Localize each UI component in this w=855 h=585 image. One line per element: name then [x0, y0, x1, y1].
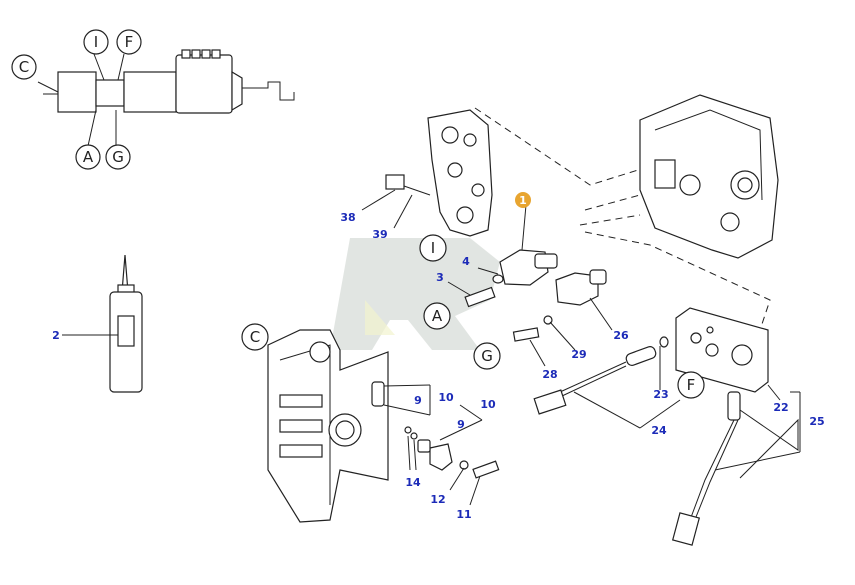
- callout-10b: 10: [480, 398, 496, 411]
- letter-a-top: A: [83, 148, 94, 166]
- watermark-logo: [330, 238, 500, 350]
- highlight-marker-part-1: [515, 192, 531, 208]
- sealant-cartridge: [62, 254, 143, 393]
- callout-23: 23: [653, 388, 668, 401]
- callout-1: 1: [519, 194, 527, 207]
- letter-g-top: G: [112, 148, 124, 166]
- callout-9b: 9: [457, 418, 465, 431]
- callout-3: 3: [436, 271, 444, 284]
- callout-22: 22: [773, 401, 788, 414]
- letter-i-main: I: [431, 239, 435, 257]
- letter-c-main: C: [250, 328, 260, 346]
- callout-4: 4: [462, 255, 470, 268]
- callout-26: 26: [613, 329, 629, 342]
- callout-28: 28: [542, 368, 557, 381]
- part-callouts: 1 2 3 4 9 9 10 10 11 12 14 22 23 24 25 2…: [52, 194, 824, 521]
- letter-f-main: F: [687, 376, 696, 394]
- letter-f-top: F: [125, 33, 134, 51]
- sensor-harness-24: [533, 336, 681, 429]
- gearbox-housing: [639, 94, 779, 259]
- bracket-housing: [267, 329, 431, 523]
- schematic-assembly: [37, 49, 295, 147]
- callout-38: 38: [340, 211, 355, 224]
- solenoid-valve-part-1: [447, 204, 558, 308]
- hydraulic-manifold: [675, 307, 781, 401]
- callout-29: 29: [571, 348, 586, 361]
- letter-g-main: G: [481, 347, 493, 365]
- callout-10a: 10: [438, 391, 454, 404]
- callout-2: 2: [52, 329, 60, 342]
- callout-39: 39: [372, 228, 387, 241]
- callout-12: 12: [430, 493, 445, 506]
- callout-25: 25: [809, 415, 824, 428]
- valve-part-26: [512, 269, 613, 367]
- callout-24: 24: [651, 424, 667, 437]
- letter-labels: C I F A G I A G C F: [11, 29, 705, 399]
- elbow-fitting: [417, 404, 500, 506]
- sensor-harness-25: [671, 391, 801, 546]
- callout-9a: 9: [414, 394, 422, 407]
- callout-14: 14: [405, 476, 421, 489]
- letter-i-top: I: [94, 33, 98, 51]
- callout-11: 11: [456, 508, 471, 521]
- letter-a-main: A: [432, 307, 443, 325]
- dashed-leader-lines: [474, 107, 771, 331]
- letter-c-top: C: [19, 58, 29, 76]
- control-valve-block: [361, 109, 493, 237]
